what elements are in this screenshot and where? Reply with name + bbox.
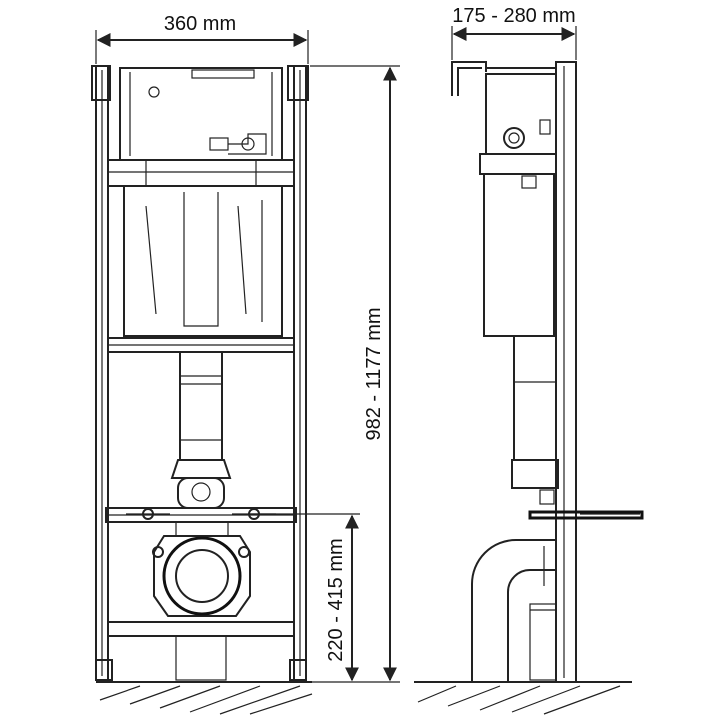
side-floor bbox=[414, 681, 632, 715]
dimension-outlet-height-label: 220 - 415 mm bbox=[325, 538, 347, 661]
dimension-width: 360 mm bbox=[95, 13, 309, 64]
front-floor bbox=[96, 681, 313, 715]
side-flush-pipe bbox=[511, 335, 559, 505]
dimension-height-label: 982 - 1177 mm bbox=[363, 307, 385, 440]
front-view bbox=[91, 65, 313, 715]
flush-pipe bbox=[170, 351, 232, 479]
drain-outlet bbox=[152, 521, 251, 617]
front-middle-crossbar bbox=[107, 337, 295, 353]
dimension-height: 982 - 1177 mm bbox=[310, 65, 400, 683]
front-right-post bbox=[287, 65, 309, 681]
mounting-bar bbox=[105, 477, 297, 523]
side-frame-post bbox=[555, 61, 577, 683]
front-upper-crossbar bbox=[107, 159, 295, 187]
front-bottom-crossbar bbox=[107, 621, 295, 681]
side-wall-plate bbox=[528, 510, 644, 520]
cistern-top-box bbox=[119, 67, 283, 161]
dimension-depth-label: 175 - 280 mm bbox=[452, 5, 575, 27]
side-view bbox=[414, 61, 644, 715]
side-cistern-top bbox=[479, 73, 557, 175]
side-top-bracket bbox=[451, 61, 556, 96]
dimension-width-label: 360 mm bbox=[164, 13, 236, 35]
front-left-post bbox=[91, 65, 113, 681]
side-drain-elbow bbox=[471, 539, 557, 682]
cistern-tank bbox=[123, 185, 283, 337]
dimension-depth: 175 - 280 mm bbox=[451, 5, 577, 60]
dimension-outlet-height: 220 - 415 mm bbox=[250, 513, 360, 682]
side-cistern-tank bbox=[483, 173, 555, 337]
